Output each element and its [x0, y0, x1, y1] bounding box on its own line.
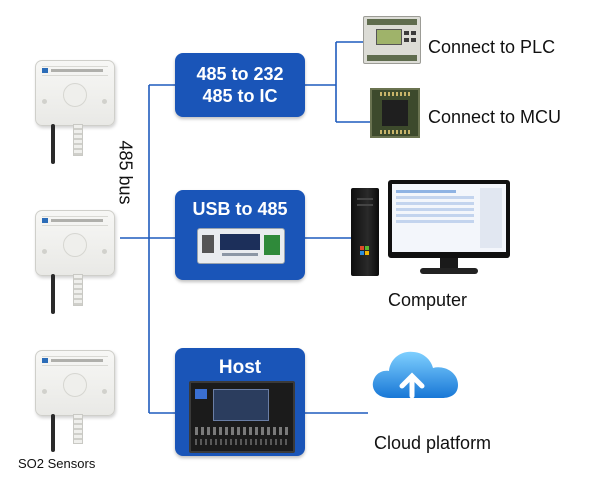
monitor-base [420, 268, 478, 274]
usb-converter-device-icon [197, 228, 285, 264]
converter-1-line2: 485 to IC [202, 86, 278, 106]
mcu-caption: Connect to MCU [428, 107, 562, 127]
plc-device-icon [363, 16, 421, 64]
sensors-caption: SO2 Sensors [18, 456, 96, 471]
monitor-stand [440, 258, 458, 270]
converter-1-line1: 485 to 232 [196, 64, 284, 84]
computer-caption: Computer [388, 290, 468, 310]
bus-label-wrap: 485 bus [110, 128, 140, 218]
converter-2-title: USB to 485 [192, 199, 288, 219]
converter-485-232-box: 485 to 232 485 to IC [175, 53, 305, 117]
mcu-chip-icon [370, 88, 420, 138]
plc-caption: Connect to PLC [428, 37, 556, 57]
host-device-icon [189, 381, 295, 453]
converter-3-title: Host [218, 357, 262, 378]
bus-label: 485 bus [115, 140, 136, 205]
monitor-icon [388, 180, 510, 258]
usb-to-485-box: USB to 485 [175, 190, 305, 280]
host-box: Host [175, 348, 305, 456]
cloud-icon [372, 351, 458, 399]
cloud-caption: Cloud platform [374, 433, 492, 453]
pc-tower-icon [351, 188, 379, 276]
